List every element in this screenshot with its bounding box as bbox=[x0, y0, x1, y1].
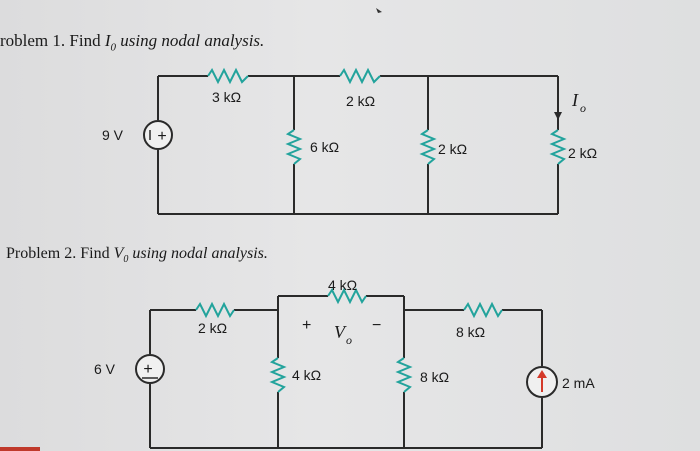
circuit-2: + 6 V 2 kΩ 4 kΩ 8 kΩ + V o − 4 kΩ 8 kΩ 2… bbox=[94, 277, 595, 449]
resistor-6k bbox=[285, 129, 303, 165]
current-io-var: I bbox=[571, 90, 579, 110]
vo-minus-sign: − bbox=[372, 317, 381, 334]
source2-plus-sign: + bbox=[143, 361, 152, 378]
resistor-4k-mid bbox=[269, 357, 287, 393]
problem1-title-var: I bbox=[104, 31, 111, 50]
label-2k-right: 2 kΩ bbox=[568, 145, 597, 161]
label-4k-mid: 4 kΩ bbox=[292, 367, 321, 383]
bottom-edge-mark bbox=[0, 447, 40, 451]
source1-plus-sign: + bbox=[157, 128, 166, 145]
cursor-arrow-icon bbox=[376, 8, 382, 13]
problem1-title-suffix: using nodal analysis. bbox=[116, 31, 265, 50]
circuit-1: + 9 V 3 kΩ 2 kΩ 6 kΩ 2 kΩ 2 kΩ I o bbox=[102, 67, 597, 215]
problem2-title-var: V bbox=[113, 245, 124, 262]
resistor-3k bbox=[207, 67, 249, 85]
problem1-title-prefix: roblem 1. Find bbox=[0, 31, 105, 50]
problem2-title-sub: 0 bbox=[123, 254, 129, 266]
vo-plus-sign: + bbox=[302, 317, 311, 334]
resistor-2k-top bbox=[339, 67, 381, 85]
problem2-title-suffix: using nodal analysis. bbox=[128, 245, 268, 262]
problem2-title: Problem 2. Find V0 using nodal analysis. bbox=[6, 245, 268, 265]
voltage-source-6v bbox=[135, 354, 165, 384]
label-2k-mid: 2 kΩ bbox=[438, 141, 467, 157]
label-2k-top: 2 kΩ bbox=[346, 93, 375, 109]
problem2-title-prefix: Problem 2. Find bbox=[6, 245, 114, 262]
vo-sub: o bbox=[346, 333, 352, 347]
resistor-8k-top bbox=[463, 301, 503, 319]
problem1-title: roblem 1. Find I0 using nodal analysis. bbox=[0, 31, 264, 53]
resistor-2k-right bbox=[549, 129, 567, 165]
label-4k-top: 4 kΩ bbox=[328, 277, 357, 293]
resistor-4k-top bbox=[327, 287, 367, 305]
vo-var: V bbox=[334, 322, 347, 342]
problem1-title-sub: 0 bbox=[110, 41, 117, 54]
label-2k-p2: 2 kΩ bbox=[198, 320, 227, 336]
voltage-source-9v bbox=[143, 120, 173, 150]
source2-label: 6 V bbox=[94, 361, 116, 377]
resistor-2k-p2 bbox=[195, 301, 235, 319]
label-3k: 3 kΩ bbox=[212, 89, 241, 105]
label-6k: 6 kΩ bbox=[310, 139, 339, 155]
label-8k-mid: 8 kΩ bbox=[420, 369, 449, 385]
source1-label: 9 V bbox=[102, 127, 124, 143]
label-8k-top: 8 kΩ bbox=[456, 324, 485, 340]
current-io-sub: o bbox=[580, 101, 586, 115]
resistor-2k-mid bbox=[419, 129, 437, 165]
label-2ma: 2 mA bbox=[562, 375, 595, 391]
resistor-8k-mid bbox=[395, 357, 413, 393]
